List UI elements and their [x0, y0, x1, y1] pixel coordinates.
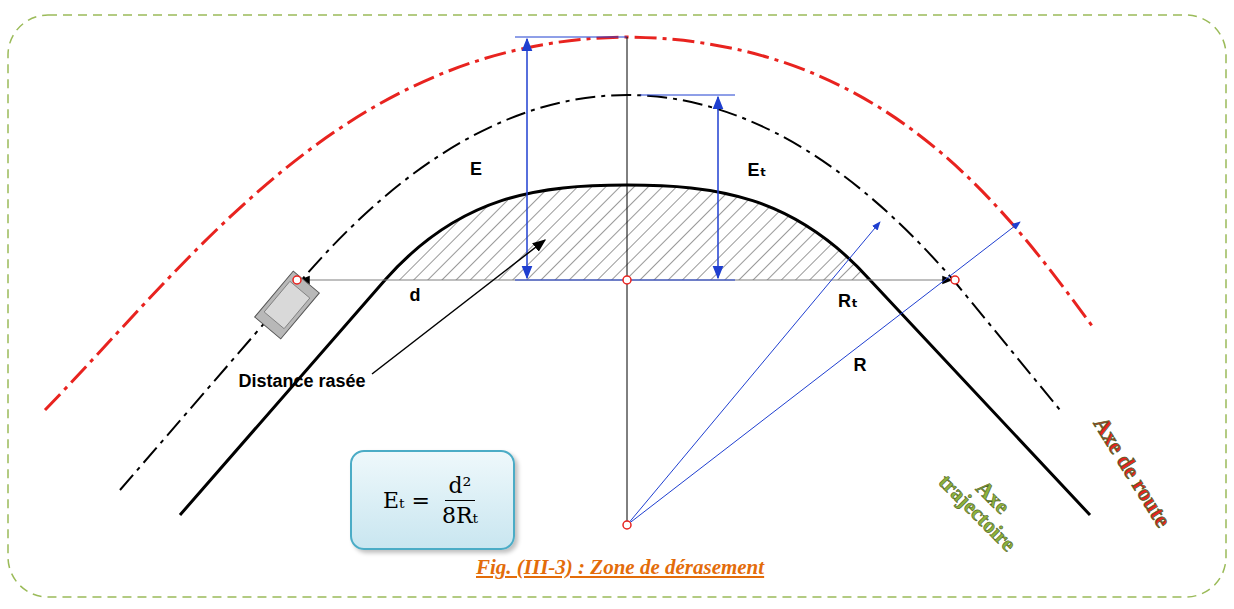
- dimension-tick: [515, 37, 627, 38]
- axis-label: Axe trajectoire: [927, 447, 1043, 563]
- formula-text: Eₜ =: [383, 488, 430, 513]
- formula-box: Eₜ = d²8Rₜ: [350, 450, 515, 550]
- point-marker: [293, 276, 301, 284]
- axis-label: Axe de route: [1088, 412, 1176, 531]
- radius-label: Rₜ: [838, 292, 858, 312]
- dimension-label: E: [470, 160, 482, 180]
- dimension-label: Eₜ: [748, 161, 767, 181]
- vehicle-roof: [264, 281, 310, 328]
- point-marker: [623, 276, 631, 284]
- dimension-tick: [640, 95, 735, 96]
- zone-label: Distance rasée: [238, 372, 365, 392]
- trajectory-axis: [120, 95, 1060, 490]
- radius-line: [627, 222, 880, 525]
- formula-text: d²: [445, 473, 476, 501]
- frame-border: [8, 15, 1226, 597]
- figure-caption: Fig. (III-3) : Zone de dérasement: [476, 555, 764, 580]
- vehicle: [255, 271, 320, 339]
- leader-line: [372, 240, 545, 374]
- road-edge: [180, 185, 1090, 515]
- dimension-line: [717, 97, 719, 278]
- formula-fraction: d²8Rₜ: [438, 473, 482, 528]
- vehicle-body: [255, 271, 320, 339]
- formula-text: 8Rₜ: [438, 501, 482, 528]
- center-marker: [623, 521, 631, 529]
- point-marker: [951, 276, 959, 284]
- dimension-line: [526, 39, 528, 278]
- radius-label: R: [854, 356, 867, 376]
- dimension-label: d: [410, 286, 421, 306]
